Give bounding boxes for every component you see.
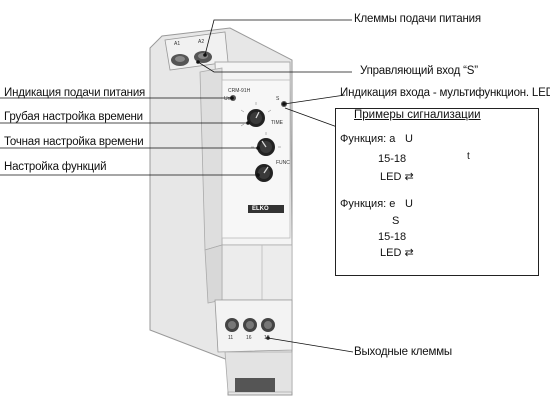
fine-time-label: Точная настройка времени [4, 136, 144, 148]
output-terminals-label: Выходные клеммы [354, 346, 452, 358]
leader-lines [0, 19, 354, 353]
func-e-row-s: S [392, 215, 400, 227]
func-a-row-u: U [405, 133, 413, 145]
terminal-a1: A1 [174, 41, 181, 47]
power-indication-label: Индикация подачи питания [4, 87, 146, 99]
terminal-16: 16 [246, 335, 252, 341]
power-led-label: Un [224, 96, 231, 102]
output-terminals [225, 318, 275, 332]
func-a-header: Функция: a [340, 133, 396, 145]
func-e-header: Функция: e [340, 198, 396, 210]
func-knob-label: FUNC [276, 160, 290, 166]
func-a-row-led: LED ⇄ [380, 171, 414, 183]
function-knob[interactable] [255, 164, 273, 182]
input-indication-label: Индикация входа - мультифункцион. LED [340, 87, 550, 99]
din-rail-device [149, 27, 293, 396]
fine-time-knob[interactable] [257, 138, 275, 156]
terminal-18: 18 [264, 335, 270, 341]
func-e-row-relay: 15-18 [378, 231, 407, 243]
func-a-time-label: t [467, 151, 470, 162]
func-e-row-u: U [405, 198, 413, 210]
function-setting-label: Настройка функций [4, 161, 107, 173]
signal-examples-panel [335, 108, 539, 276]
terminal-11: 11 [228, 335, 234, 341]
time-knob-label: TIME [271, 120, 283, 126]
input-led-label: S [276, 96, 280, 102]
coarse-time-label: Грубая настройка времени [4, 111, 143, 123]
func-e-row-led: LED ⇄ [380, 247, 414, 259]
leader-dots [196, 53, 286, 340]
func-a-row-relay: 15-18 [378, 153, 407, 165]
signal-examples-title: Примеры сигнализации [354, 109, 481, 121]
terminal-a2: A2 [198, 39, 205, 45]
power-terminals-label: Клеммы подачи питания [354, 13, 481, 25]
coarse-time-knob[interactable] [247, 109, 265, 127]
device-model: CRM-91H [228, 88, 251, 94]
control-input-label: Управляющий вход “S” [360, 65, 478, 77]
brand-logo: ELKO [252, 206, 269, 212]
